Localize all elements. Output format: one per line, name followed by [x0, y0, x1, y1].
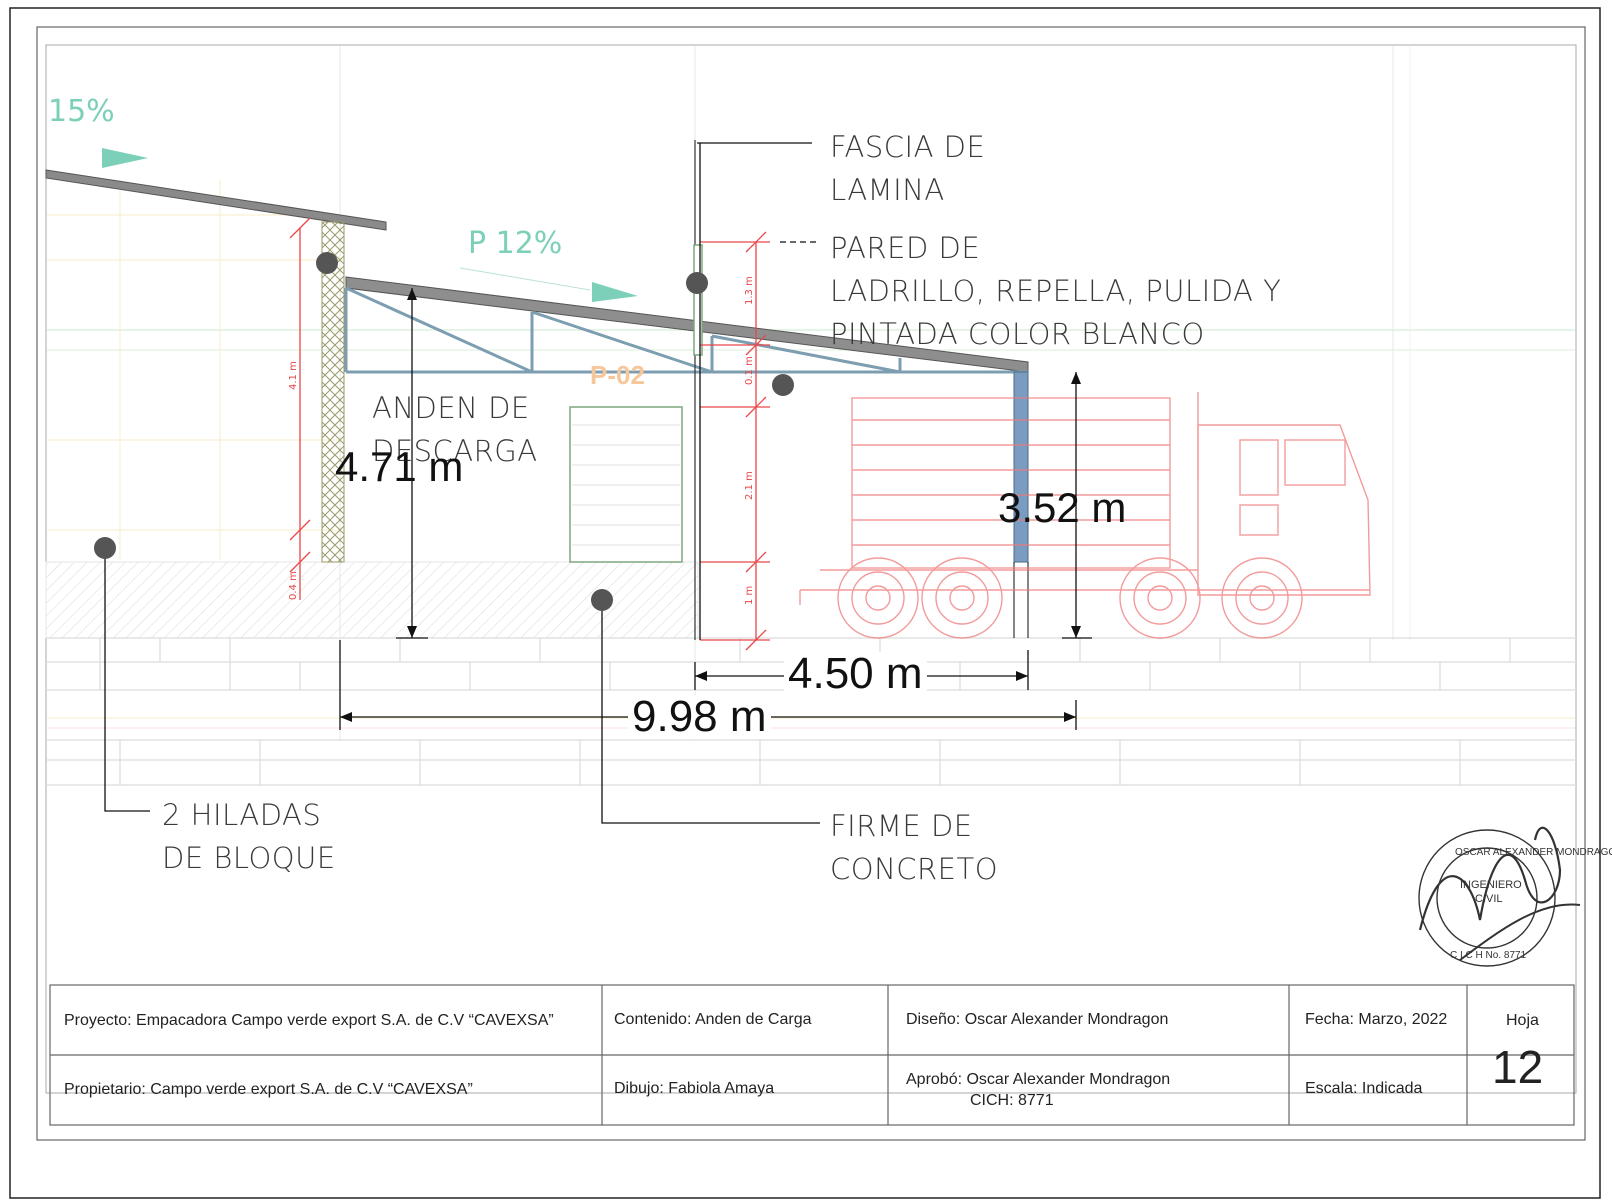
- note-firme: FIRME DE CONCRETO: [830, 805, 998, 891]
- slope-label-lower: P 12%: [468, 226, 563, 261]
- note-hiladas-line1: 2 HILADAS: [162, 798, 322, 832]
- note-anden-line1: ANDEN DE: [372, 391, 530, 425]
- note-anden-line2: DESCARGA: [372, 434, 538, 468]
- small-dim-2: 1.3 m: [744, 276, 755, 305]
- tb-hoja-label: Hoja: [1506, 1012, 1539, 1029]
- seal-text-center-1: INGENIERO: [1460, 879, 1522, 891]
- engineer-seal: [1418, 826, 1581, 967]
- block-base-hatch: [45, 561, 699, 639]
- small-dim-0: 4.1 m: [288, 361, 299, 390]
- dim-height-right: 3.52 m: [998, 484, 1127, 531]
- callout-dots: [94, 252, 794, 611]
- small-dim-4: 2.1 m: [744, 471, 755, 500]
- dim-width-long: 9.98 m: [628, 695, 771, 739]
- seal-text-bottom: C I C H No. 8771: [1450, 950, 1527, 961]
- left-column: [321, 221, 345, 563]
- note-hiladas: 2 HILADAS DE BLOQUE: [162, 794, 336, 880]
- small-dim-1: 0.4 m: [288, 571, 299, 600]
- tb-aprobo: Aprobó: Oscar Alexander Mondragon CICH: …: [906, 1069, 1170, 1111]
- dim-height-left: 4.71 m: [335, 443, 464, 490]
- note-pared-line3: PINTADA COLOR BLANCO: [830, 317, 1205, 351]
- note-pared: PARED DE LADRILLO, REPELLA, PULIDA Y PIN…: [830, 227, 1281, 356]
- seal-text-center-2: CIVIL: [1475, 893, 1503, 905]
- tb-contenido: Contenido: Anden de Carga: [614, 1011, 812, 1028]
- title-block-frame: [49, 984, 1575, 1126]
- tb-diseno: Diseño: Oscar Alexander Mondragon: [906, 1011, 1169, 1028]
- slope-arrow-lower: [592, 282, 638, 302]
- note-pared-line1: PARED DE: [830, 231, 981, 265]
- note-fascia: FASCIA DE LAMINA: [830, 126, 985, 212]
- note-anden: ANDEN DE DESCARGA: [372, 387, 538, 473]
- red-dimension-chains: [289, 217, 770, 651]
- small-dim-3: 0.1 m: [744, 356, 755, 385]
- seal-text-top: OSCAR ALEXANDER MONDRAGON: [1455, 847, 1612, 858]
- note-fascia-line1: FASCIA DE: [830, 130, 986, 164]
- right-column: [1013, 371, 1029, 563]
- note-fascia-line2: LAMINA: [830, 173, 945, 207]
- tb-aprobo-line2: CICH: 8771: [970, 1092, 1054, 1109]
- tb-proyecto: Proyecto: Empacadora Campo verde export …: [64, 1012, 554, 1029]
- tb-dibujo: Dibujo: Fabiola Amaya: [614, 1080, 775, 1097]
- note-firme-line2: CONCRETO: [830, 852, 999, 886]
- note-hiladas-line2: DE BLOQUE: [162, 841, 336, 875]
- panel-mark: P-02: [590, 360, 645, 390]
- tb-escala: Escala: Indicada: [1305, 1080, 1423, 1097]
- roof-truss: [344, 286, 1028, 374]
- tb-hoja-number: 12: [1492, 1041, 1544, 1093]
- slope-label-upper: 15%: [48, 94, 115, 129]
- truck-icon: [799, 392, 1371, 639]
- tb-fecha: Fecha: Marzo, 2022: [1305, 1011, 1448, 1028]
- tb-aprobo-line1: Aprobó: Oscar Alexander Mondragon: [906, 1071, 1171, 1088]
- dim-width-short: 4.50 m: [784, 652, 927, 696]
- tb-propietario: Propietario: Campo verde export S.A. de …: [64, 1081, 473, 1098]
- upper-roof-slab: [45, 169, 387, 231]
- slope-arrow-upper: [102, 148, 148, 168]
- small-dim-5: 1 m: [744, 586, 755, 605]
- note-firme-line1: FIRME DE: [830, 809, 973, 843]
- dimension-arrowheads: [340, 288, 1081, 722]
- note-pared-line2: LADRILLO, REPELLA, PULIDA Y: [830, 274, 1282, 308]
